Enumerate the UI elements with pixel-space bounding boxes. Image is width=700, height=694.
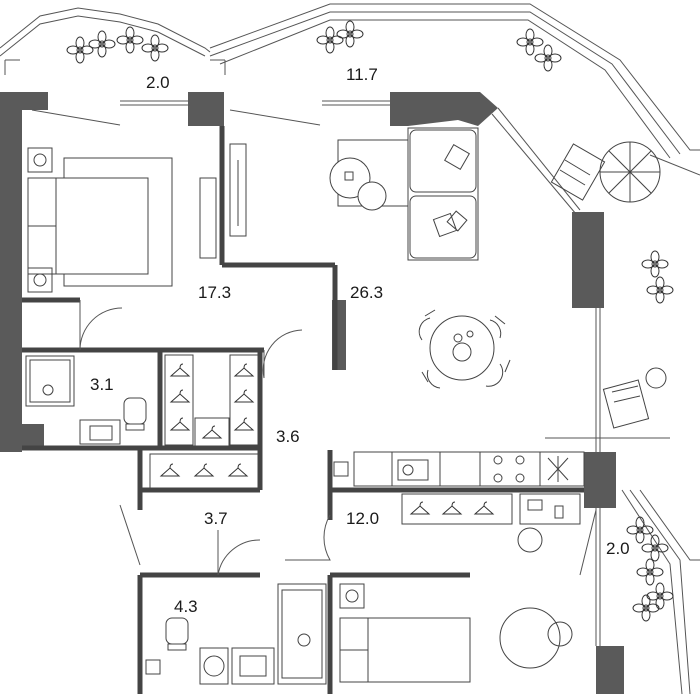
room-area-labels: 2.0 11.7 17.3 26.3 3.1 3.6 3.7 12.0 2.0 … [90,65,630,616]
terrace-railing [0,3,700,694]
windows [120,100,601,646]
area-label-bathroom-1: 3.1 [90,375,114,394]
area-label-hall-1: 3.6 [276,427,300,446]
closet [149,354,259,489]
door-swings [31,109,597,576]
terrace-furniture [550,141,667,429]
area-label-balcony-left: 2.0 [146,73,170,92]
kitchen [333,451,585,487]
area-label-terrace: 11.7 [346,65,378,84]
bathroom-1-fixtures [25,355,147,445]
area-label-living-room: 26.3 [350,283,383,302]
bedroom-main-furniture [27,143,247,293]
bedroom-2-furniture [339,493,581,683]
area-label-hall-2: 3.7 [204,509,228,528]
area-label-balcony-right: 2.0 [606,539,630,558]
area-label-bathroom-2: 4.3 [174,597,198,616]
walls [0,92,624,694]
plants [66,20,674,622]
area-label-bedroom-2: 12.0 [346,509,379,528]
area-label-bedroom-main: 17.3 [198,283,231,302]
interior-walls [22,126,584,694]
bathroom-2-fixtures [145,583,327,685]
railing-posts [4,59,670,439]
living-room-furniture [329,127,511,389]
